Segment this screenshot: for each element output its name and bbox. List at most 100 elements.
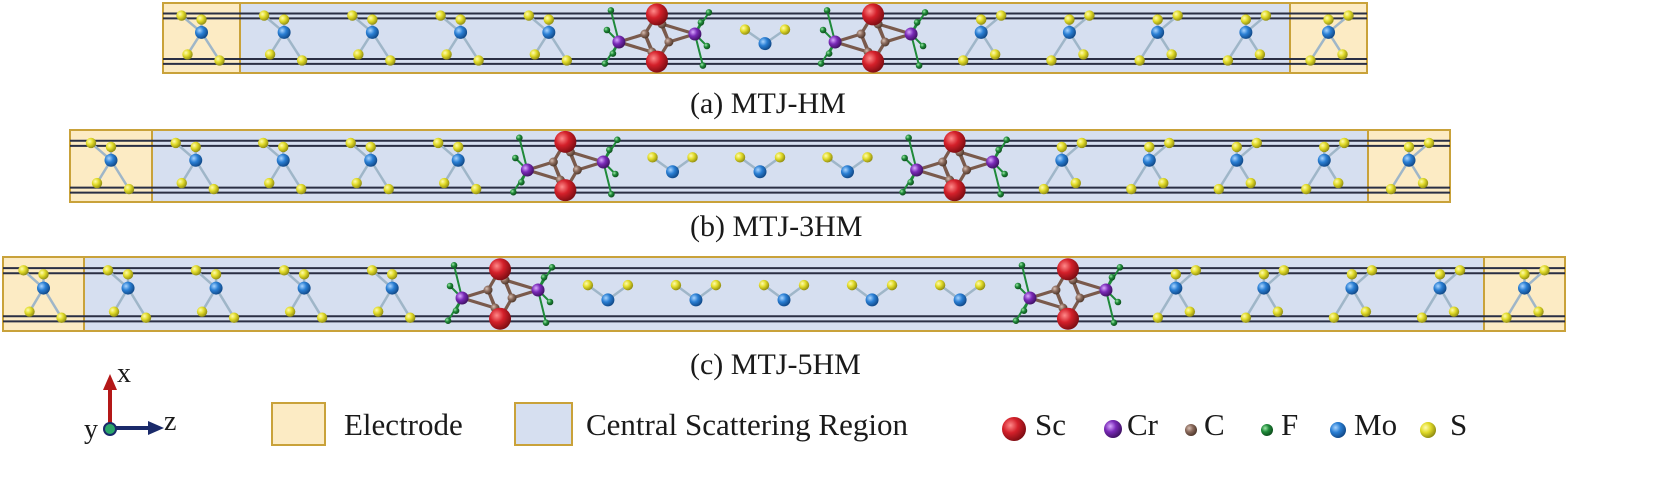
mo-atom: [385, 281, 399, 295]
s-atom: [1078, 49, 1089, 60]
f-atom: [450, 261, 458, 269]
legend-electrode-label: Electrode: [344, 407, 463, 442]
s-atom: [1240, 312, 1252, 323]
mos2-unit: [957, 10, 1007, 66]
mos2-unit: [278, 265, 328, 323]
f-atom: [608, 190, 615, 198]
s-atom: [345, 137, 356, 149]
s-atom: [774, 152, 786, 163]
mo-atom: [1257, 281, 1271, 295]
f-atom: [1001, 170, 1008, 178]
sc2crc2f2-unit: [510, 130, 621, 202]
mo-atom: [1055, 153, 1069, 167]
s-atom: [523, 10, 535, 21]
s-atom: [734, 152, 746, 163]
f-atom: [697, 19, 705, 26]
legend: [271, 402, 1436, 446]
s-atom: [975, 14, 987, 25]
s-atom: [1046, 55, 1057, 66]
cr-atom: [1099, 283, 1113, 297]
f-atom: [699, 62, 707, 69]
s-atom: [258, 10, 270, 21]
legend-cr-marker: [1104, 420, 1122, 438]
mo-atom: [1402, 153, 1416, 167]
s-atom: [1190, 265, 1202, 276]
mos2-unit: [1046, 10, 1095, 66]
s-atom: [1172, 10, 1183, 21]
s-atom: [1240, 14, 1252, 25]
f-atom: [825, 50, 833, 57]
s-atom: [1056, 141, 1068, 153]
s-atom: [296, 183, 307, 195]
s-atom: [102, 265, 114, 276]
c-atom: [507, 293, 517, 303]
s-atom: [366, 265, 378, 276]
mos2-unit: [1222, 10, 1272, 66]
mos2-unit: [822, 152, 873, 179]
s-atom: [1038, 183, 1050, 195]
s-atom: [529, 49, 541, 60]
mo-atom: [542, 25, 556, 39]
mos2-unit: [170, 137, 219, 195]
s-atom: [316, 312, 328, 323]
s-atom: [470, 183, 482, 195]
s-atom: [108, 306, 120, 317]
s-atom: [278, 14, 290, 25]
s-atom: [1084, 10, 1095, 21]
s-atom: [38, 269, 49, 280]
legend-s-marker: [1420, 422, 1436, 438]
mo-atom: [1230, 153, 1244, 167]
legend-central-swatch: [514, 402, 573, 446]
s-atom: [1417, 177, 1429, 189]
sc-atom: [489, 258, 512, 281]
mos2-unit: [176, 10, 225, 66]
sc-atom: [862, 50, 885, 73]
f-atom: [516, 134, 523, 142]
s-atom: [1184, 306, 1196, 317]
mos2-unit: [1213, 137, 1262, 195]
s-atom: [582, 279, 594, 291]
mos2-unit: [345, 137, 394, 195]
f-atom: [510, 188, 517, 196]
s-atom: [1319, 141, 1330, 153]
s-atom: [278, 141, 289, 153]
s-atom: [1260, 10, 1272, 21]
x-axis-arrowhead: [103, 374, 117, 390]
mos2-unit: [102, 265, 152, 323]
f-atom: [705, 9, 713, 16]
cr-atom: [612, 35, 626, 49]
mo-atom: [1433, 281, 1447, 295]
cr-atom: [688, 27, 702, 41]
s-atom: [622, 279, 634, 291]
sc-atom: [554, 179, 577, 202]
mo-atom: [1062, 25, 1076, 39]
mo-atom: [454, 25, 468, 39]
s-atom: [1245, 177, 1256, 189]
legend-mo-label: Mo: [1354, 407, 1398, 442]
f-atom: [1014, 282, 1022, 290]
sc-atom: [943, 130, 966, 153]
f-atom: [542, 319, 550, 327]
mo-atom: [1239, 25, 1253, 39]
s-atom: [353, 49, 364, 60]
cr-atom: [455, 291, 469, 305]
f-atom: [997, 190, 1004, 198]
mos2-unit: [258, 137, 307, 195]
f-atom: [607, 7, 615, 14]
mos2-unit: [1038, 137, 1088, 195]
legend-cr-label: Cr: [1127, 407, 1158, 442]
mo-atom: [189, 153, 203, 167]
cr-atom: [986, 155, 1000, 169]
f-atom: [1012, 317, 1020, 325]
mo-atom: [276, 153, 290, 167]
sc-atom: [489, 307, 512, 330]
mos2-unit: [1385, 137, 1435, 195]
mos2-unit: [1301, 137, 1350, 195]
mo-atom: [666, 165, 680, 179]
panel-a: [162, 2, 1368, 74]
f-atom: [606, 146, 613, 154]
s-atom: [24, 306, 35, 317]
s-atom: [1434, 269, 1446, 280]
s-atom: [1454, 265, 1466, 276]
